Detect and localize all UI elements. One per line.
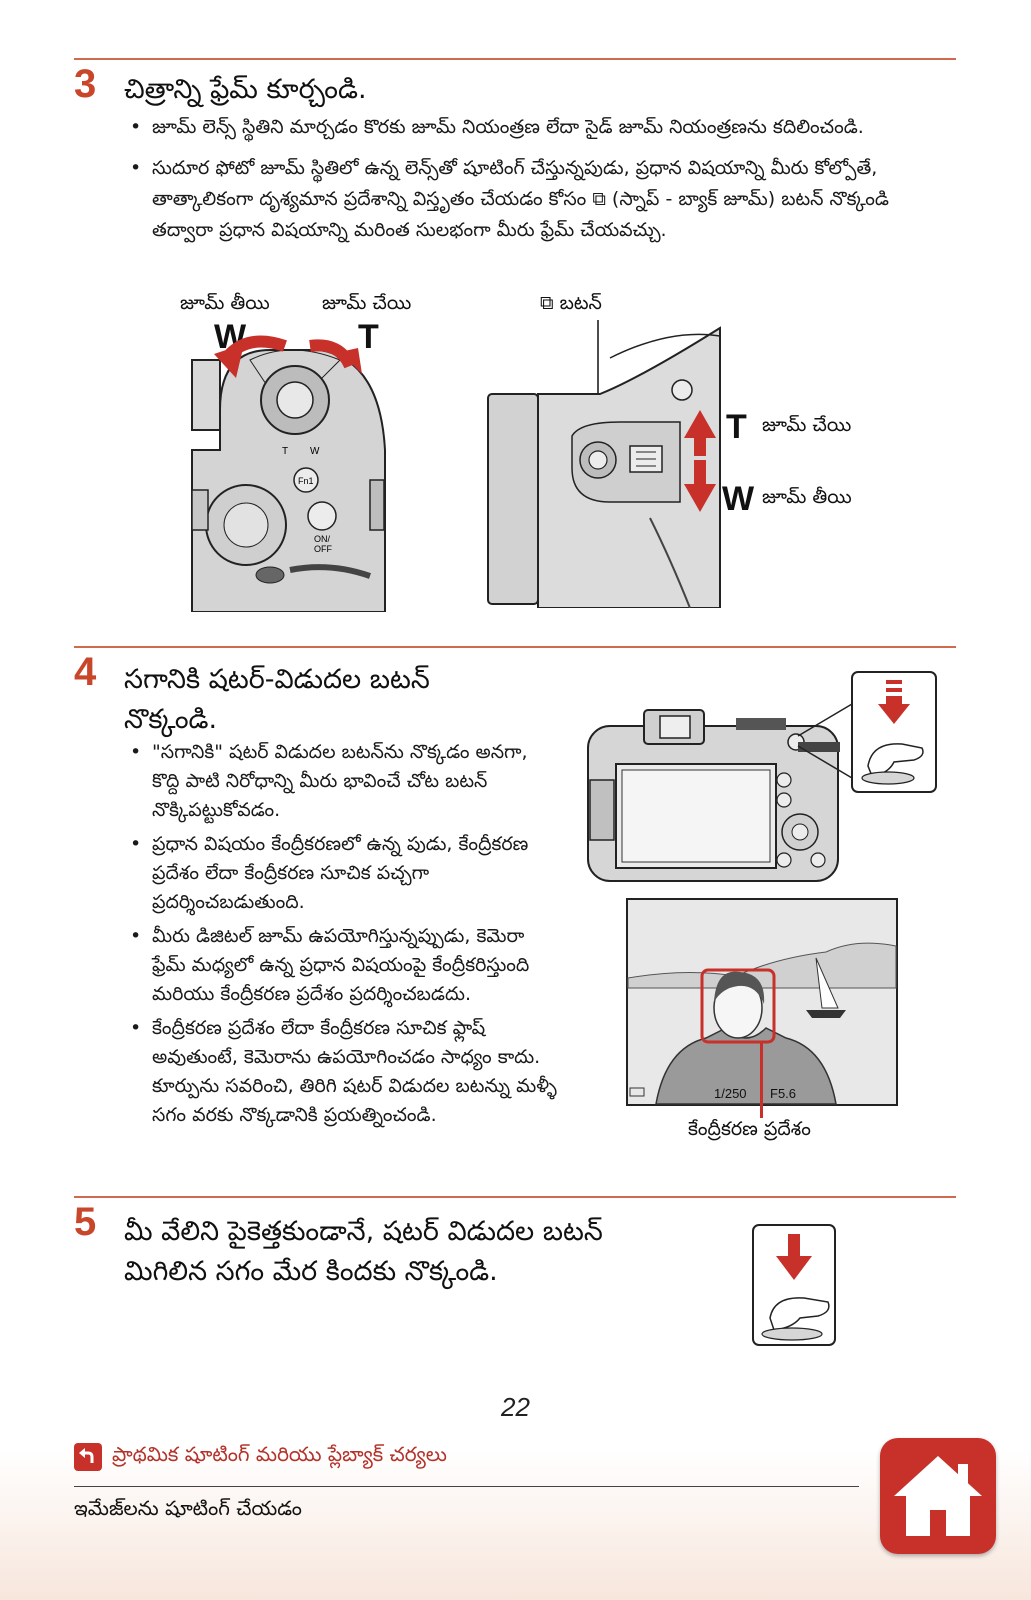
rule-bottom xyxy=(74,1196,956,1198)
step3-bullets: జూమ్ లెన్స్ స్థితిని మార్చడం కొరకు జూమ్ … xyxy=(128,112,948,256)
bullet-item: ప్రధాన విషయం కేంద్రీకరణలో ఉన్న పుడు, కేం… xyxy=(128,830,558,917)
zoom-in-label-right: జూమ్ చేయి xyxy=(762,414,852,436)
step-title: చిత్రాన్ని ఫ్రేమ్ కూర్చండి. xyxy=(124,74,367,105)
aperture-text: F5.6 xyxy=(770,1086,796,1101)
step-title: సగానికి షటర్-విడుదల బటన్ నొక్కండి. xyxy=(124,664,430,735)
svg-text:ON/: ON/ xyxy=(314,534,331,544)
page-number: 22 xyxy=(501,1392,530,1422)
step-number: 5 xyxy=(74,1200,97,1244)
bullet-item: కేంద్రీకరణ ప్రదేశం లేదా కేంద్రీకరణ సూచిక… xyxy=(128,1014,558,1130)
shutter-speed-text: 1/250 xyxy=(714,1086,747,1101)
step-title: మీ వేలిని పైకెత్తకుండానే, షటర్ విడుదల బట… xyxy=(124,1216,603,1287)
w-letter-right: W xyxy=(722,480,755,518)
bullet-item: జూమ్ లెన్స్ స్థితిని మార్చడం కొరకు జూమ్ … xyxy=(128,112,948,143)
camera-back-illustration xyxy=(587,671,937,882)
step-number: 4 xyxy=(74,650,97,694)
footer-divider xyxy=(74,1486,859,1487)
footer xyxy=(0,1450,1031,1600)
home-icon xyxy=(894,1456,982,1536)
zoom-out-label: జూమ్ తీయి xyxy=(180,292,270,314)
home-button[interactable] xyxy=(880,1438,996,1554)
bullet-item: మీరు డిజిటల్ జూమ్ ఉపయోగిస్తున్నప్పుడు, క… xyxy=(128,922,558,1009)
bullet-item: సుదూర ఫోటో జూమ్ స్థితిలో ఉన్న లెన్స్‌తో … xyxy=(128,153,948,246)
svg-text:OFF: OFF xyxy=(314,544,332,554)
svg-text:T: T xyxy=(282,446,288,457)
rule-top xyxy=(74,58,956,60)
zoom-out-label-right: జూమ్ తీయి xyxy=(762,486,852,508)
step4-bullets: "సగానికి" షటర్ విడుదల బటన్‌ను నొక్కడం అన… xyxy=(128,738,558,1135)
zoom-in-label: జూమ్ చేయి xyxy=(322,292,412,314)
rule-middle xyxy=(74,646,956,648)
camera-top-illustration: T W Fn1 ON/ OFF xyxy=(191,335,386,612)
snap-back-button-label: ⧉ బటన్ xyxy=(540,292,602,314)
step-number: 3 xyxy=(74,62,97,106)
focus-area-pointer xyxy=(760,1042,763,1118)
bullet-item: "సగానికి" షటర్ విడుదల బటన్‌ను నొక్కడం అన… xyxy=(128,738,558,825)
section-title: ఇమేజ్‌లను షూటింగ్ చేయడం xyxy=(74,1496,302,1520)
t-letter-right: T xyxy=(726,408,747,446)
shutter-press-illustration xyxy=(752,1224,836,1346)
t-letter: T xyxy=(358,318,379,356)
lens-side-illustration xyxy=(487,320,721,608)
back-arrow-icon[interactable] xyxy=(74,1442,102,1471)
back-link-text[interactable]: ప్రాథమిక షూటింగ్ మరియు ప్లేబ్యాక్ చర్యలు xyxy=(112,1442,447,1466)
svg-text:Fn1: Fn1 xyxy=(298,476,314,486)
focus-area-label: కేంద్రీకరణ ప్రదేశం xyxy=(688,1118,811,1140)
svg-text:W: W xyxy=(310,446,320,457)
back-link[interactable]: ప్రాథమిక షూటింగ్ మరియు ప్లేబ్యాక్ చర్యలు xyxy=(74,1442,447,1471)
